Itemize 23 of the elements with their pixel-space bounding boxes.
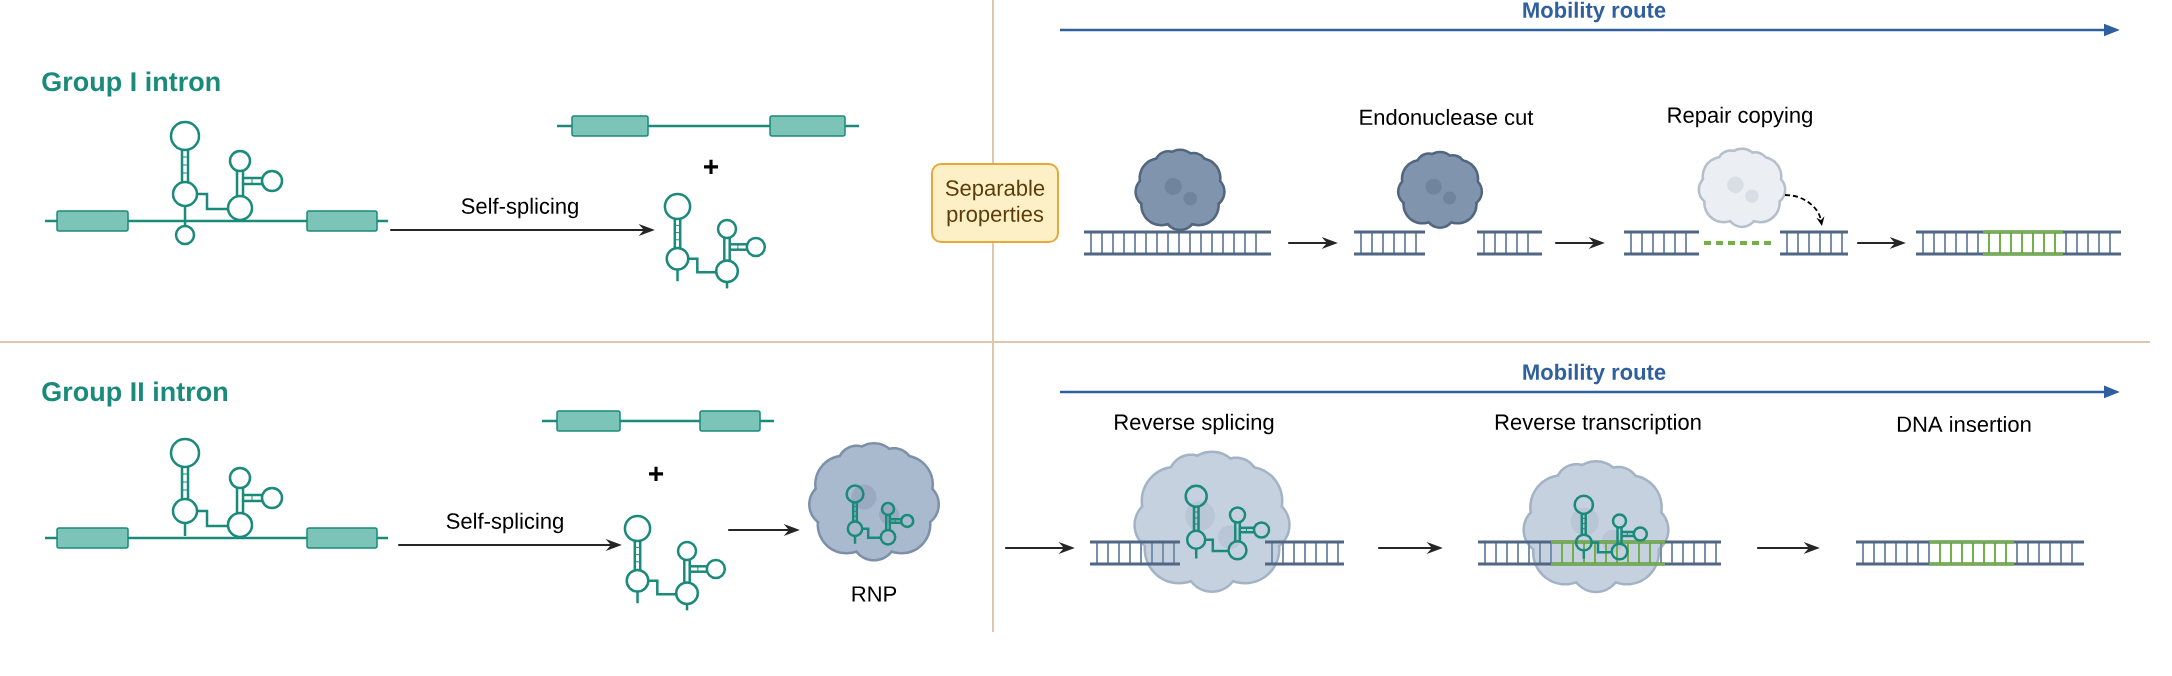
node-label: RNP	[852, 586, 897, 602]
precursor-rna-drawing	[45, 120, 388, 246]
step-label: Reverse transcription	[1495, 413, 1701, 435]
step-label: Endonuclease cut	[1360, 108, 1534, 126]
route-label: Mobility route	[1523, 1, 1666, 23]
route-label: Mobility route	[1523, 363, 1666, 385]
step-label: Reverse splicing	[1115, 413, 1274, 435]
edge-label: Self-splicing	[458, 195, 582, 221]
dna-drawing	[1916, 230, 2121, 256]
step-label: DNA insertion	[1897, 415, 2031, 433]
intron-rna-drawing	[663, 192, 767, 289]
protein-dna-drawing	[1084, 148, 1271, 256]
spliced-exons-drawing	[557, 115, 859, 137]
intron-rna-drawing	[623, 514, 727, 611]
plus-sign: +	[704, 159, 719, 174]
section-title: Group I intron	[42, 71, 220, 97]
section-title: Group II intron	[42, 381, 227, 407]
spliced-exons-drawing	[542, 410, 774, 432]
label-box: Separable properties	[931, 163, 1059, 243]
step-label: Repair copying	[1668, 106, 1812, 128]
precursor-rna-drawing	[45, 437, 388, 549]
edge-label: Self-splicing	[443, 510, 567, 536]
plus-sign: +	[649, 466, 664, 481]
